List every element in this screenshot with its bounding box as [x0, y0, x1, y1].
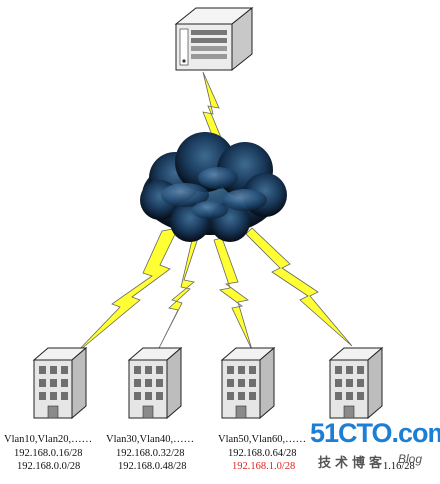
lightning-link-site-3	[213, 237, 253, 351]
site-1-subnet-a: 192.168.0.16/28	[14, 448, 83, 459]
watermark-cn: 技术博客	[318, 455, 387, 470]
server-icon	[174, 6, 254, 72]
watermark-site: 51CTO.com	[310, 418, 440, 448]
lightning-link-site-2	[157, 237, 199, 351]
building-icon	[32, 346, 88, 420]
site-2-vlans: Vlan30,Vlan40,……	[106, 434, 195, 445]
lightning-link-server	[202, 71, 223, 141]
site-3-subnet-a: 192.168.0.64/28	[228, 448, 297, 459]
building-icon	[328, 346, 384, 420]
site-3-subnet-b: 192.168.1.0/28	[232, 461, 296, 472]
site-1-vlans: Vlan10,Vlan20,……	[4, 434, 93, 445]
building-icon	[127, 346, 183, 420]
site-1-subnet-b: 192.168.0.0/28	[17, 461, 81, 472]
lightning-link-site-1	[73, 227, 179, 356]
site-4-subnet-b: 1.16/28	[383, 461, 415, 472]
site-2-subnet-a: 192.168.0.32/28	[116, 448, 185, 459]
wan-links	[73, 71, 353, 356]
building-icon	[220, 346, 276, 420]
wan-cloud-icon	[140, 132, 287, 242]
site-3-vlans: Vlan50,Vlan60,……	[218, 434, 307, 445]
lightning-link-site-4	[245, 227, 353, 347]
watermark-blog: Blog	[398, 452, 423, 466]
site-2-subnet-b: 192.168.0.48/28	[118, 461, 187, 472]
